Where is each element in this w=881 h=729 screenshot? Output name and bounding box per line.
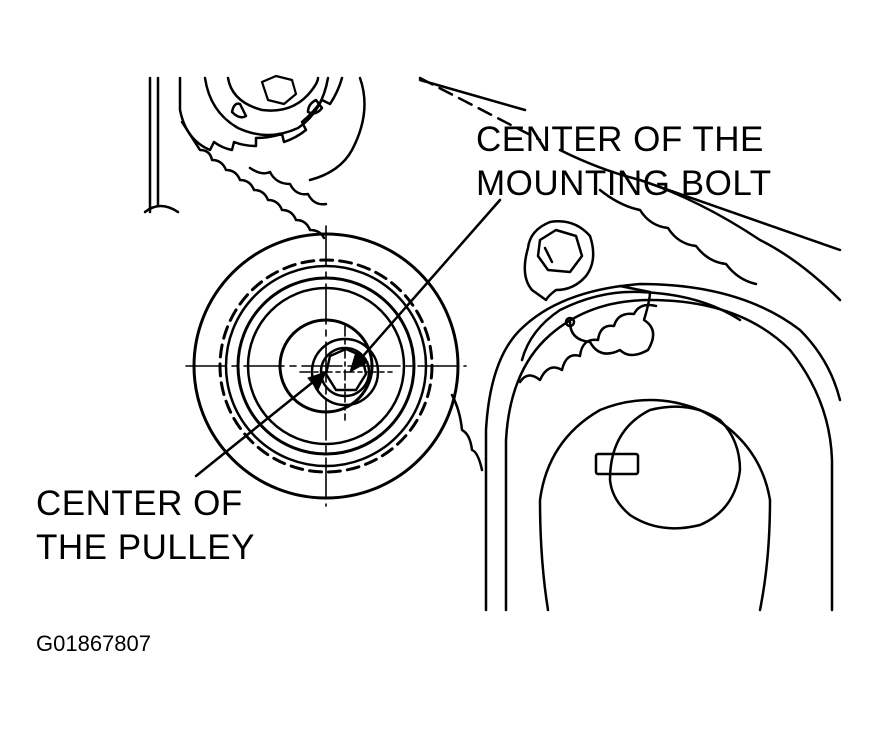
reference-code: G01867807 bbox=[36, 631, 151, 656]
mounting-bolt-callout-line1: CENTER OF THE bbox=[476, 120, 764, 159]
crankshaft-sprocket bbox=[484, 282, 842, 612]
engine-block-edge bbox=[143, 76, 180, 214]
upper-mounting-bolt bbox=[523, 220, 595, 302]
camshaft-sprocket bbox=[178, 74, 366, 182]
center-lines bbox=[185, 225, 467, 507]
mounting-bolt-leader-arrow bbox=[349, 198, 502, 373]
mounting-bolt-callout-line2: MOUNTING BOLT bbox=[476, 164, 772, 203]
timing-belt bbox=[180, 76, 842, 472]
pulley-leader-arrow bbox=[194, 371, 327, 478]
pulley-callout-line2: THE PULLEY bbox=[36, 528, 255, 567]
mounting-bolt-callout: CENTER OF THE MOUNTING BOLT bbox=[476, 118, 772, 206]
pulley-callout-line1: CENTER OF bbox=[36, 484, 243, 523]
pulley-callout: CENTER OF THE PULLEY bbox=[36, 482, 255, 570]
